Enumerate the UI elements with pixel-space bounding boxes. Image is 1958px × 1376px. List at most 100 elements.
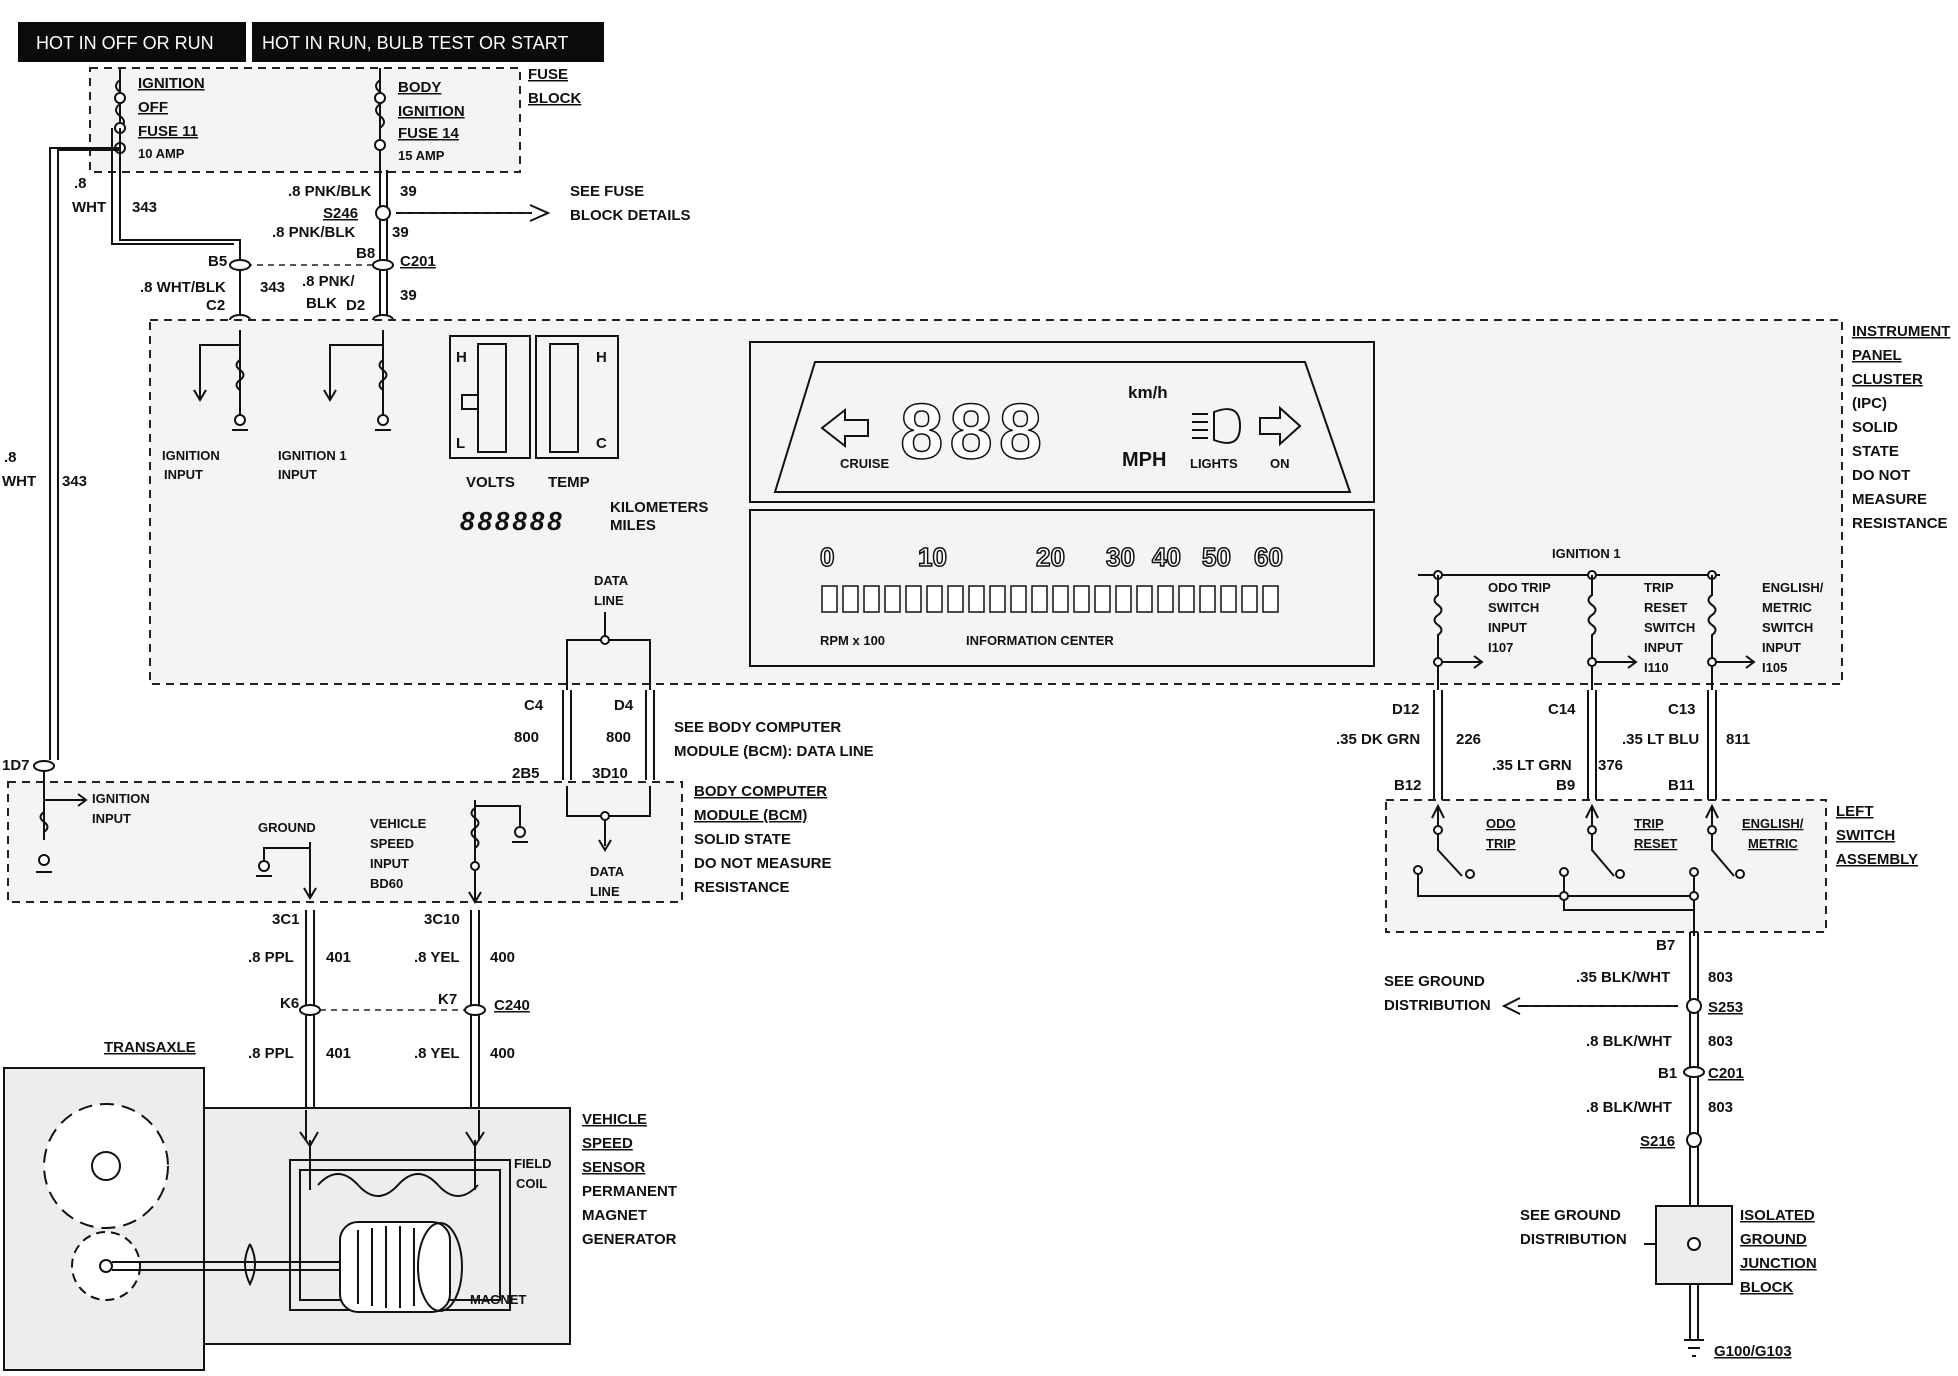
wire-39-a: 39	[400, 183, 417, 200]
tach-segment	[884, 585, 901, 613]
field-coil-1: FIELD	[514, 1156, 552, 1171]
isolated-3: JUNCTION	[1740, 1255, 1817, 1272]
wire-8-mid: .8	[4, 449, 17, 466]
see-ground-1b: DISTRIBUTION	[1384, 997, 1491, 1014]
wire-lt-grn: .35 LT GRN	[1492, 757, 1572, 774]
pin-k6: K6	[280, 995, 299, 1012]
ipc-ignition1-input-1: IGNITION 1	[278, 448, 347, 463]
wire-803-b: 803	[1708, 1033, 1733, 1050]
wire-343-mid: 343	[62, 473, 87, 490]
speed-digits: 888	[900, 387, 1048, 475]
wire-blk-wht-2: .8 BLK/WHT	[1586, 1033, 1672, 1050]
wire-811: 811	[1726, 731, 1750, 748]
tach-segment	[1178, 585, 1195, 613]
transaxle-label: TRANSAXLE	[104, 1039, 196, 1056]
odo-trip-input-1: ODO TRIP	[1488, 580, 1551, 595]
pin-c2: C2	[206, 297, 225, 314]
ipc-title-5: SOLID	[1852, 419, 1898, 436]
ipc-ignition1-input-2: INPUT	[278, 467, 317, 482]
trip-reset-input-4: INPUT	[1644, 640, 1683, 655]
fuse11-line3: FUSE 11	[138, 123, 198, 140]
ipc-data-2: LINE	[594, 593, 624, 608]
trip-reset-input-3: SWITCH	[1644, 620, 1695, 635]
bcm-vss-3: INPUT	[370, 856, 409, 871]
wire-pnk-blk-1: .8 PNK/BLK	[288, 183, 372, 200]
switch-assembly-title-1: LEFT	[1836, 803, 1874, 820]
pin-b11: B11	[1668, 777, 1695, 794]
ground-path: B7 .35 BLK/WHT 803 SEE GROUND DISTRIBUTI…	[1384, 932, 1817, 1360]
ground-symbol-icon	[1684, 1339, 1704, 1357]
bcm-title-3: SOLID STATE	[694, 831, 791, 848]
trip-reset-2: RESET	[1634, 836, 1677, 851]
tach-segment	[821, 585, 838, 613]
tach-segment	[989, 585, 1006, 613]
switch-assembly-title-3: ASSEMBLY	[1836, 851, 1918, 868]
fuse14-line2: IGNITION	[398, 103, 465, 120]
pin-d12: D12	[1392, 701, 1420, 718]
trip-reset-switch	[1559, 803, 1694, 911]
tach-segment	[1052, 585, 1069, 613]
trip-reset-input-2: RESET	[1644, 600, 1687, 615]
wire-yel-2: .8 YEL	[414, 1045, 460, 1062]
vss-title-5: MAGNET	[582, 1207, 647, 1224]
ipc-title-1: INSTRUMENT	[1852, 323, 1950, 340]
wire-400-b: 400	[490, 1045, 515, 1062]
wire-8-top: .8	[74, 175, 87, 192]
bcm-vss-2: SPEED	[370, 836, 414, 851]
temp-h: H	[596, 349, 607, 366]
tach-segment	[863, 585, 880, 613]
eng-metric-input-2: METRIC	[1762, 600, 1812, 615]
volts-h: H	[456, 349, 467, 366]
eng-metric-input-4: INPUT	[1762, 640, 1801, 655]
vss-title-3: SENSOR	[582, 1159, 646, 1176]
odo-trip-switch	[1413, 803, 1694, 897]
temp-gauge	[535, 335, 619, 459]
vss-title-4: PERMANENT	[582, 1183, 677, 1200]
tach-segment	[1073, 585, 1090, 613]
wire-343-c2: 343	[260, 279, 285, 296]
wire-blk-wht-1: .35 BLK/WHT	[1576, 969, 1670, 986]
wire-376: 376	[1598, 757, 1623, 774]
ipc-title-2: PANEL	[1852, 347, 1902, 364]
ipc-title-9: RESISTANCE	[1852, 515, 1948, 532]
wire-803-a: 803	[1708, 969, 1733, 986]
temp-c: C	[596, 435, 607, 452]
switch-assembly-title-2: SWITCH	[1836, 827, 1895, 844]
see-fuse-1: SEE FUSE	[570, 183, 644, 200]
wire-800-b: 800	[606, 729, 631, 746]
bcm: 1D7 IGNITION INPUT GROUND VEHICLE SPEED …	[2, 757, 832, 904]
rpm-tick-50: 50	[1202, 542, 1231, 572]
tach-segment	[947, 585, 964, 613]
tach-segment	[968, 585, 985, 613]
kmh-label: km/h	[1128, 383, 1168, 402]
magnet-drum	[339, 1221, 451, 1313]
banner-right: HOT IN RUN, BULB TEST OR START	[262, 33, 568, 53]
on-arrow-icon	[1259, 405, 1302, 447]
banner-left-bg	[18, 22, 246, 62]
odo-trip-input-2: SWITCH	[1488, 600, 1539, 615]
bcm-title-1: BODY COMPUTER	[694, 783, 827, 800]
fuse14-line3: FUSE 14	[398, 125, 460, 142]
bcm-data-1: DATA	[590, 864, 625, 879]
wire-blk-wht-3: .8 BLK/WHT	[1586, 1099, 1672, 1116]
ipc-data-1: DATA	[594, 573, 629, 588]
s253-splice	[1686, 998, 1702, 1014]
wire-wht-mid: WHT	[2, 473, 36, 490]
on-label: ON	[1270, 456, 1290, 471]
wire-pnk-blk-3b: BLK	[306, 295, 337, 312]
odo-trip-1: ODO	[1486, 816, 1516, 831]
wire-dk-grn: .35 DK GRN	[1336, 731, 1420, 748]
fuse11-line1: IGNITION	[138, 75, 205, 92]
tach-segment	[1241, 585, 1258, 613]
wire-39-b: 39	[392, 224, 409, 241]
wire-ppl-2: .8 PPL	[248, 1045, 294, 1062]
rpm-tick-10: 10	[918, 542, 947, 572]
pin-b9: B9	[1556, 777, 1575, 794]
splice-s216: S216	[1640, 1133, 1675, 1150]
temp-label: TEMP	[548, 474, 590, 491]
wire-39-c: 39	[400, 287, 417, 304]
tach-segment	[1010, 585, 1027, 613]
pin-3c1: 3C1	[272, 911, 300, 928]
ipc-title-8: MEASURE	[1852, 491, 1927, 508]
wire-226: 226	[1456, 731, 1481, 748]
